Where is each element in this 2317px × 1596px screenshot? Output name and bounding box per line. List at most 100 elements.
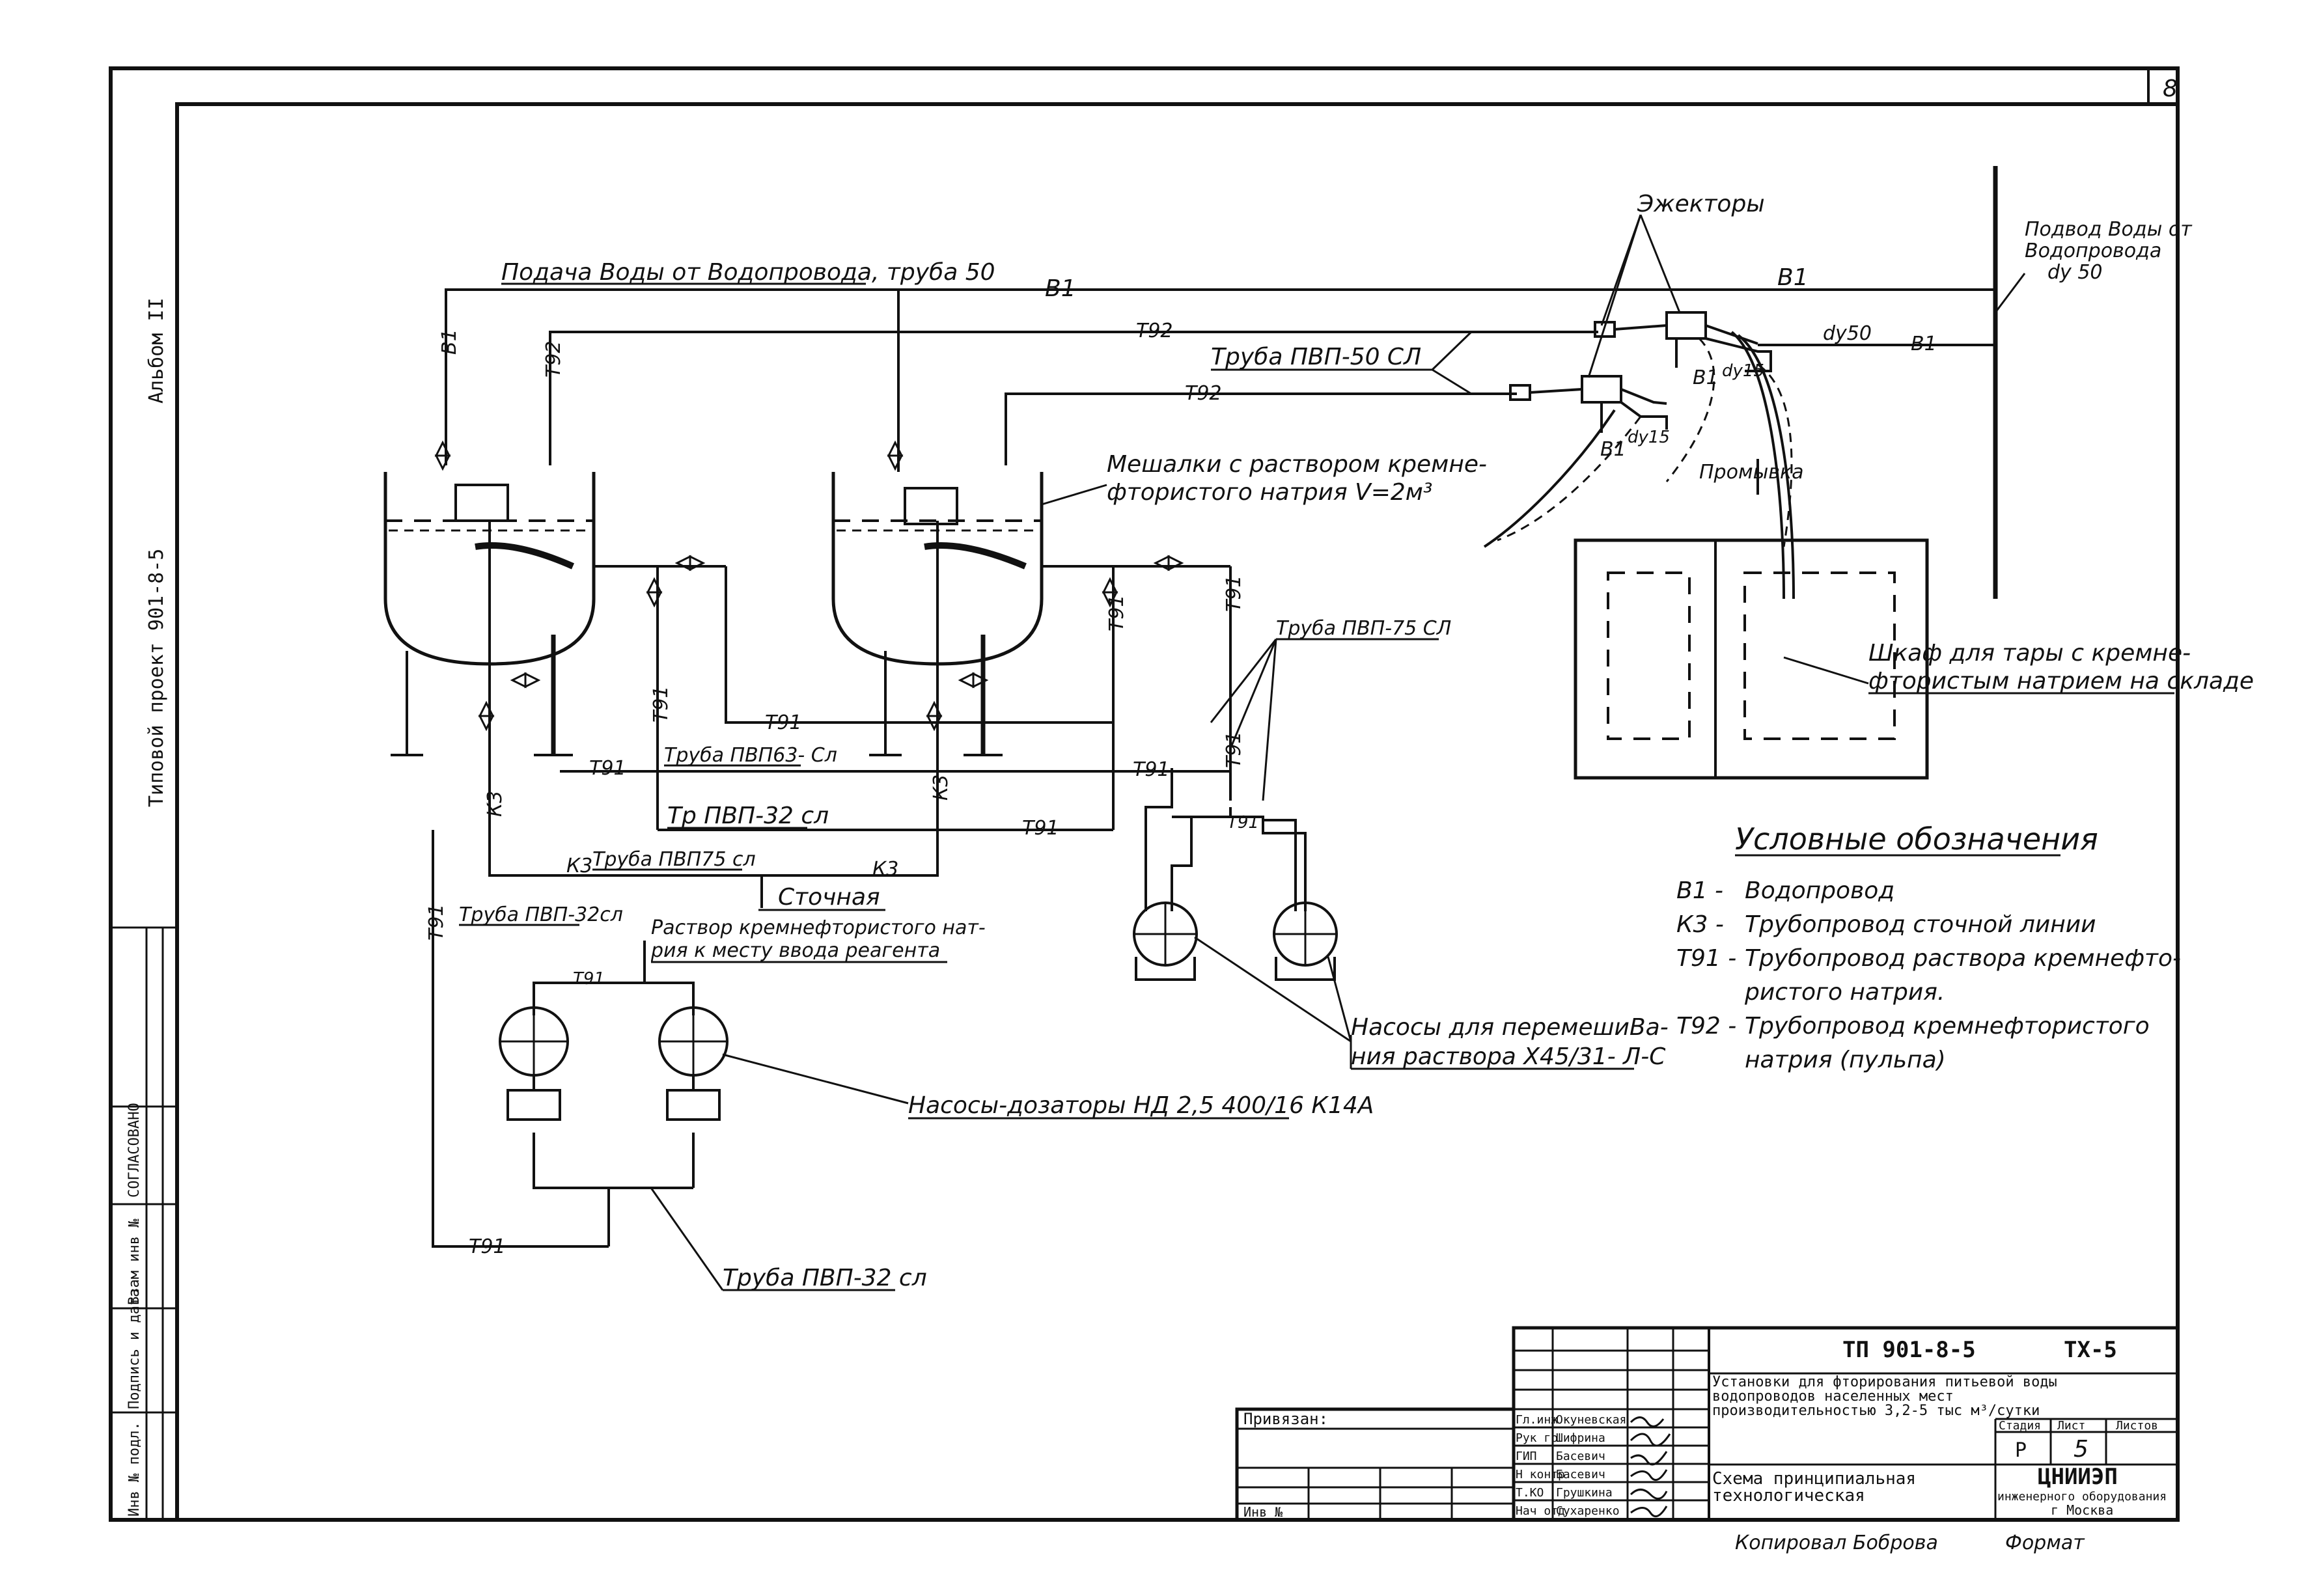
desc-line-3: производительностью 3,2-5 тыс м³/сутки: [1712, 1403, 2040, 1419]
inv-label: Инв №: [1243, 1504, 1283, 1520]
b1-label-right: В1: [1777, 264, 1809, 291]
sign-date-label: Подпись и дата: [126, 1289, 143, 1409]
sheet-header: Лист: [2057, 1419, 2085, 1433]
org-line-2: инженерного оборудования: [1997, 1490, 2167, 1504]
t91-label-right: Т91: [1133, 758, 1170, 781]
dy50-label: dy50: [1823, 322, 1872, 345]
title-block: ТП 901-8-5 ТХ-5 Установки для фторирован…: [1235, 1326, 2180, 1554]
pvp32b-label: Труба ПВП-32 сл: [723, 1265, 927, 1291]
doc-code: ТП 901-8-5: [1842, 1337, 1976, 1363]
org-city: г Москва: [2051, 1502, 2113, 1518]
page-number: 8: [2163, 76, 2178, 102]
water-from-main-label: Подача Воды от Водопровода, труба 50: [501, 259, 995, 286]
k3-vertical-2: К3: [930, 775, 952, 801]
sheet-code: ТХ-5: [2064, 1337, 2117, 1363]
ejectors: Эжекторы В1 В1 dy15 dy15 Промывка: [1483, 191, 1803, 599]
legend: Условные обозначения В1 - Водопровод К3 …: [1676, 821, 2181, 1073]
t91-vertical-4: Т91: [1223, 732, 1245, 769]
k3-label-1: К3: [566, 855, 592, 877]
sheets-header: Листов: [2116, 1419, 2158, 1433]
stage-header: Стадия: [1999, 1419, 2041, 1433]
legend-item-code: Т91 -: [1676, 945, 1736, 972]
water-supply-label-1: Подвод Воды от: [2025, 218, 2193, 241]
legend-item-text: Водопровод: [1745, 877, 1894, 904]
dosing-pumps-label: Насосы-дозаторы НД 2,5 400/16 К14А: [908, 1092, 1374, 1119]
b1-label-supply: В1: [1911, 333, 1937, 355]
t91-bottom-label: Т91: [469, 1235, 506, 1258]
mixers-label-1: Мешалки с раствором кремне-: [1107, 451, 1487, 478]
legend-item-text: Трубопровод сточной линии: [1745, 911, 2096, 938]
agreed-label: СОГЛАСОВАНО: [126, 1103, 143, 1198]
cabinet-label-2: фтористым натрием на складе: [1868, 668, 2254, 695]
t91-dos-label: Т91: [573, 969, 605, 989]
side-strip: Альбом II Типовой проект 901-8-5 СОГЛАСО…: [109, 297, 178, 1521]
t92-label-2: Т92: [1185, 382, 1222, 405]
desc-line-1: Установки для фторирования питьевой воды: [1712, 1374, 2057, 1390]
dy15-label-1: dy15: [1722, 361, 1764, 381]
role-cell: Т.КО: [1516, 1486, 1544, 1500]
b1-ejector-label-2: В1: [1600, 438, 1626, 461]
copied-by: Копировал Боброва: [1735, 1532, 1938, 1554]
t91-vertical-1: Т91: [650, 686, 673, 723]
mixing-pumps: Труба ПВП-75 СЛ Т91 Насосы для перемешиВ…: [1133, 617, 1669, 1070]
pvp50-label: Труба ПВП-50 СЛ: [1211, 344, 1421, 370]
name-cell: Сухаренко: [1556, 1504, 1620, 1518]
name-cell: Грушкина: [1556, 1486, 1613, 1500]
role-cell: Нач отд: [1516, 1504, 1565, 1518]
legend-item-text: натрия (пульпа): [1745, 1047, 1946, 1073]
signatures: [1630, 1416, 1671, 1518]
legend-item-text: Трубопровод кремнефтористого: [1745, 1013, 2150, 1039]
t91-label-mid: Т91: [765, 711, 802, 734]
name-cell: Шифрина: [1556, 1431, 1605, 1445]
legend-item-code: Т92 -: [1676, 1013, 1736, 1039]
pvp32-label-a: Тр ПВП-32 сл: [667, 803, 829, 829]
water-supply-lines: В1 В1 dy50 В1 В1 Подача Воды от Водопров…: [438, 166, 1998, 599]
pvp63-label: Труба ПВП63- Сл: [664, 744, 837, 767]
mixers-label-2: фтористого натрия V=2м³: [1107, 479, 1432, 506]
linked-label: Привязан:: [1243, 1410, 1328, 1428]
water-supply-label: Подвод Воды от Водопровода dy 50: [1994, 218, 2193, 313]
role-cell: Н контр: [1516, 1468, 1565, 1481]
t91-pump-label: Т91: [1227, 813, 1259, 832]
name-cell: Басевич: [1556, 1468, 1605, 1481]
legend-title: Условные обозначения: [1735, 821, 2098, 857]
legend-item-code: К3 -: [1676, 911, 1724, 938]
b1-ejector-label-1: В1: [1693, 366, 1719, 389]
pvp75-label: Труба ПВП-75 СЛ: [1276, 617, 1451, 640]
sheet-value: 5: [2074, 1436, 2088, 1463]
dosing-circuit: Т91 Т91 Т91 Труба ПВП-32сл Раствор кремн…: [425, 830, 1374, 1291]
water-supply-label-2: Водопровода: [2025, 240, 2161, 262]
mix-pumps-label-2: ния раствора Х45/31- Л-С: [1351, 1043, 1666, 1070]
pvp32sl-label: Труба ПВП-32сл: [459, 903, 623, 926]
mix-pumps-label-1: Насосы для перемешиВа-: [1351, 1014, 1669, 1041]
dy15-label-2: dy15: [1628, 428, 1670, 447]
t91-vertical-5: Т91: [425, 904, 448, 941]
t92-vertical-label: Т92: [542, 341, 565, 378]
stage-value: Р: [2015, 1439, 2027, 1462]
pvp50-callout: Труба ПВП-50 СЛ: [1211, 331, 1473, 395]
k3-vertical-1: К3: [484, 791, 506, 817]
cabinet-label-1: Шкаф для тары с кремне-: [1868, 640, 2191, 667]
mixers-callout: Мешалки с раствором кремне- фтористого н…: [1041, 451, 1487, 506]
legend-item-text: ристого натрия.: [1744, 979, 1945, 1006]
circulation-piping: Т91 Т91 Т91 Т91 Т91 Т91 Т91 Т91 К3 К3 К3…: [434, 440, 1245, 911]
mixer-tank-2: [831, 472, 1230, 756]
legend-item-code: В1 -: [1676, 877, 1723, 904]
sheet-frame: 8: [109, 66, 2180, 1522]
drawing-title-1: Схема принципиальная: [1712, 1469, 1916, 1489]
k3-label-2: К3: [872, 858, 898, 881]
org-name: ЦНИИЭП: [2038, 1464, 2118, 1490]
legend-item-text: Трубопровод раствора кремнефто-: [1745, 945, 2181, 972]
inv-orig-label: Инв № подл.: [126, 1422, 143, 1517]
t92-lines: Т92 Т92 Т92: [542, 320, 1598, 465]
format-label: Формат: [2005, 1532, 2085, 1554]
t91-vertical-2: Т91: [1105, 595, 1128, 632]
flushing-label: Промывка: [1699, 461, 1803, 484]
drawing-title-2: технологическая: [1712, 1486, 1865, 1506]
role-cell: Гл.инж: [1516, 1413, 1558, 1427]
album-label: Альбом II: [145, 297, 168, 404]
drain-label: Сточная: [778, 884, 880, 911]
b1-vertical-label: В1: [438, 329, 461, 355]
storage-cabinet: Шкаф для тары с кремне- фтористым натрие…: [1574, 538, 2254, 780]
replace-inv-label: Взам инв №: [126, 1219, 143, 1305]
